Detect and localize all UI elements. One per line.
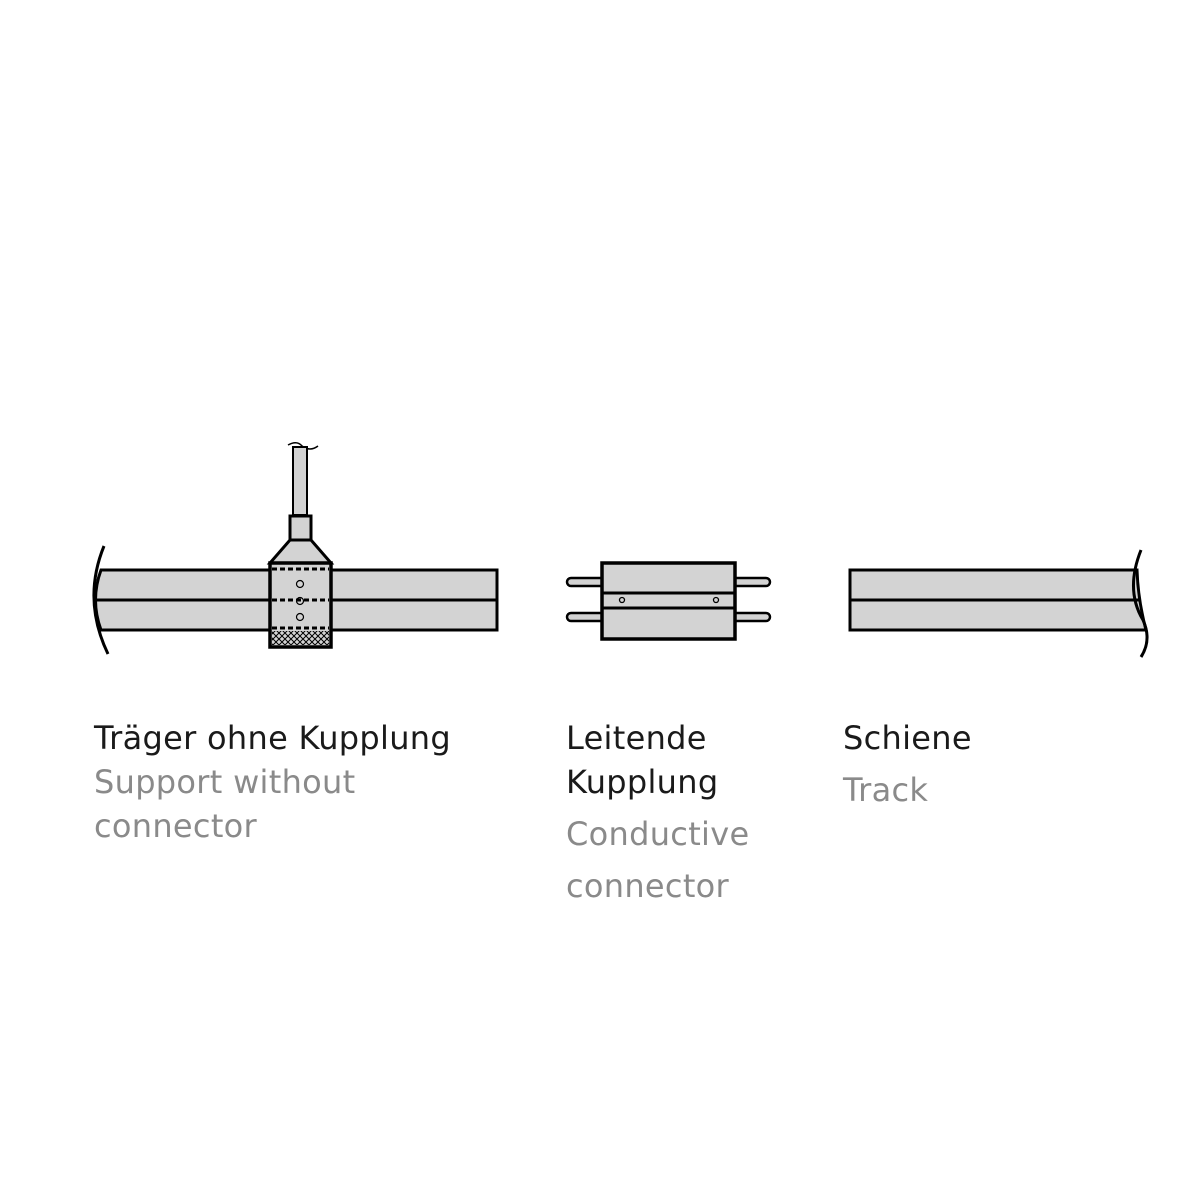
support-label-en-2: connector [94, 807, 257, 845]
track-label: Schiene Track [843, 716, 972, 812]
support-label-en: Support without [94, 763, 356, 801]
coupler-label-de-2: Kupplung [566, 763, 719, 801]
conductive-coupler [565, 561, 772, 641]
track-label-en: Track [843, 771, 929, 809]
track [848, 549, 1149, 658]
coupler-label: Leitende Kupplung Conductive connector [566, 716, 749, 908]
track-label-de: Schiene [843, 719, 972, 757]
support-label-de: Träger ohne Kupplung [94, 719, 451, 757]
support-label: Träger ohne Kupplung Support without con… [94, 716, 451, 848]
coupler-label-en-2: connector [566, 867, 729, 905]
coupler-label-en: Conductive [566, 815, 750, 853]
support-connector [266, 442, 335, 649]
coupler-label-de: Leitende [566, 719, 707, 757]
